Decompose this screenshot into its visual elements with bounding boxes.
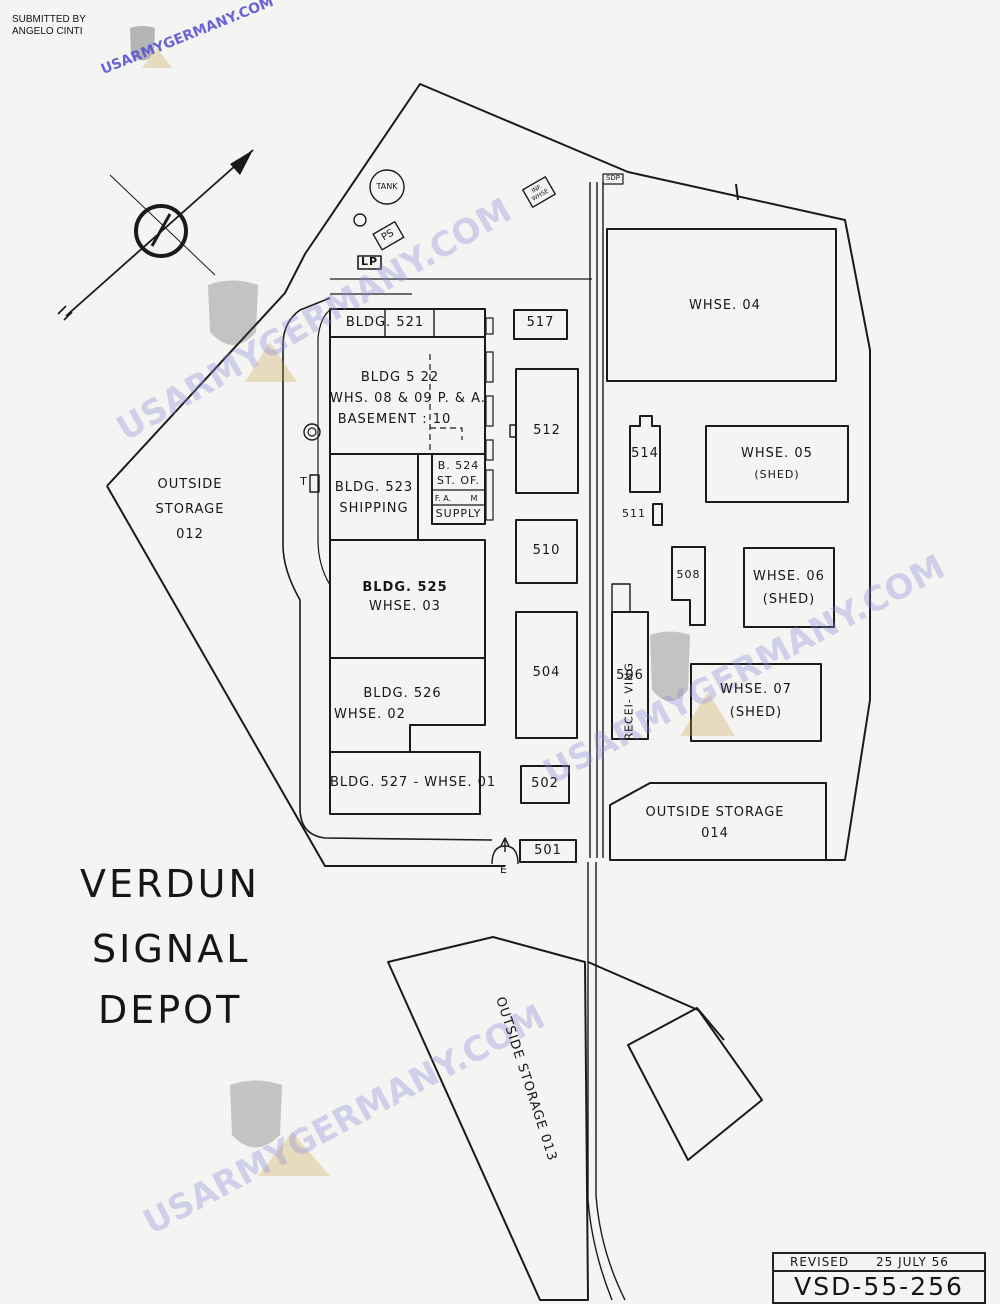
bldg-527-outline <box>329 751 481 815</box>
sdp-outline <box>602 173 624 185</box>
whse-05-outline <box>705 425 849 503</box>
whse-04-outline <box>606 228 837 382</box>
map-title-line3: DEPOT <box>98 988 243 1032</box>
revision-stamp: REVISED 25 JULY 56 VSD-55-256 <box>772 1252 986 1304</box>
inf-whse-outline <box>522 176 556 208</box>
bldg-511-outline <box>652 503 663 526</box>
whse-07-outline <box>690 663 822 742</box>
loading-dock-marks <box>485 317 494 521</box>
bldg-506-number: 506 <box>616 668 644 683</box>
map-title-line1: VERDUN <box>80 862 260 906</box>
bldg-525-line2: WHSE. 03 <box>369 599 441 614</box>
whse-04-label: WHSE. 04 <box>689 298 761 313</box>
bldg-502-label: 502 <box>531 776 559 791</box>
bldg-524-line2: ST. OF. <box>436 474 481 487</box>
bldg-524-line1: B. 524 <box>437 459 480 472</box>
outside-storage-012-line1: OUTSIDE <box>157 477 223 492</box>
outside-storage-012-line3: 012 <box>176 527 204 542</box>
bldg-521-label: BLDG. 521 <box>345 315 425 330</box>
credit-line-1: SUBMITTED BY <box>12 14 86 25</box>
bldg-524-m: M <box>470 494 478 503</box>
whse-06-line2: (SHED) <box>762 592 816 607</box>
outside-storage-013-outline <box>387 936 589 1301</box>
gate-label: E <box>500 863 508 876</box>
outside-storage-014-outline <box>609 782 827 861</box>
bldg-510-outline <box>515 519 578 584</box>
lp-label: LP <box>360 255 379 268</box>
bldg-522-line3: BASEMENT : 10 <box>337 412 452 427</box>
bldg-526-line1: BLDG. 526 <box>363 686 442 701</box>
whse-07-line1: WHSE. 07 <box>720 682 792 697</box>
bldg-524-fa: F. A. <box>434 494 452 503</box>
bldg-510-label: 510 <box>532 543 561 558</box>
perimeter-road-inner <box>317 309 331 586</box>
bldg-512-label: 512 <box>533 423 561 438</box>
bldg-525-line1: BLDG. 525 <box>362 580 448 595</box>
bldg-514-label: 514 <box>631 446 659 461</box>
bldg-504-label: 504 <box>532 665 561 680</box>
submitted-by-credit: SUBMITTED BY ANGELO CINTI <box>12 14 86 38</box>
bldg-517-outline <box>513 309 568 340</box>
bldg-524-outline <box>431 453 486 525</box>
bldg-514-outline <box>629 415 661 493</box>
bldg-523-outline <box>329 453 419 541</box>
bldg-501-label: 501 <box>534 843 562 858</box>
outside-storage-012-line2: STORAGE <box>155 502 225 517</box>
revision-row: REVISED 25 JULY 56 <box>774 1254 984 1272</box>
north-arrow-icon <box>57 149 254 321</box>
bldg-522-line1: BLDG 5 22 <box>360 370 440 385</box>
bldg-523-line1: BLDG. 523 <box>334 480 414 495</box>
bldg-501-outline <box>519 839 577 863</box>
watermark-logos <box>130 26 735 1176</box>
whse-05-line1: WHSE. 05 <box>741 446 813 461</box>
bldg-527-label: BLDG. 527 - WHSE. 01 <box>330 775 497 790</box>
t-marker-label: T <box>300 475 308 488</box>
south-annex-outline <box>627 1007 763 1161</box>
perimeter-road <box>282 297 493 841</box>
revised-label: REVISED <box>790 1255 850 1269</box>
bldg-526-outline <box>329 657 486 753</box>
bldg-526-line2: WHSE. 02 <box>334 707 406 722</box>
sdp-label: SDP <box>605 174 621 182</box>
whse-07-line2: (SHED) <box>729 705 783 720</box>
map-title-line2: SIGNAL <box>92 927 251 971</box>
bldg-517-label: 517 <box>526 315 555 330</box>
bldg-506-label: RECEI- VING <box>622 662 636 741</box>
bldg-523-line2: SHIPPING <box>339 501 409 516</box>
tank-outline <box>369 169 405 205</box>
whse-06-line1: WHSE. 06 <box>753 569 825 584</box>
tank-label: TANK <box>376 182 398 191</box>
bldg-524-supply: SUPPLY <box>435 507 482 520</box>
lp-outline <box>357 255 382 270</box>
credit-line-2: ANGELO CINTI <box>12 26 83 37</box>
southwest-perimeter-fence <box>106 485 505 867</box>
bldg-502-outline <box>520 765 570 804</box>
revised-date: 25 JULY 56 <box>876 1255 949 1269</box>
outside-storage-014-line2: 014 <box>701 826 729 841</box>
ps-outline <box>372 221 405 251</box>
railway-spur <box>587 182 626 1301</box>
bldg-522-line2: WHS. 08 & 09 P. & A. <box>330 391 486 406</box>
whse-05-line2: (SHED) <box>754 468 800 481</box>
bldg-508-outline <box>671 546 706 626</box>
drawing-number: VSD-55-256 <box>794 1272 964 1301</box>
bldg-511-label: 511 <box>622 507 646 520</box>
whse-06-outline <box>743 547 835 628</box>
outside-storage-014-line1: OUTSIDE STORAGE <box>645 805 785 820</box>
bldg-504-outline <box>515 611 578 739</box>
bldg-508-label: 508 <box>676 568 701 581</box>
